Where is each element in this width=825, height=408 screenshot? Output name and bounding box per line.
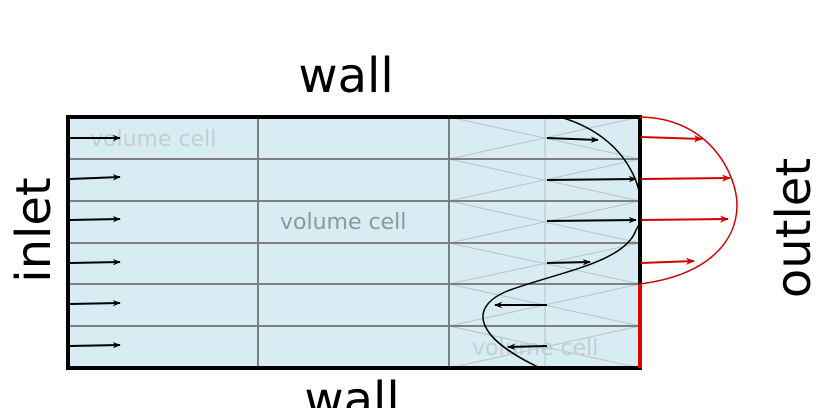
interior-vector	[546, 216, 637, 224]
wall-bottom-label: wall	[304, 372, 399, 408]
inlet-label: inlet	[6, 177, 62, 282]
outlet-vector	[640, 135, 703, 143]
interior-vector	[546, 136, 599, 143]
inlet-vector	[69, 299, 121, 307]
interior-vectors	[494, 136, 637, 351]
interior-vector	[546, 258, 591, 266]
outlet-label: outlet	[766, 158, 822, 298]
outlet-vector	[640, 257, 695, 265]
inlet-vector	[69, 258, 121, 266]
outlet-vector	[640, 174, 731, 182]
interior-vector	[507, 343, 548, 351]
outlet-velocity-profile	[639, 116, 738, 285]
cell-label-top-left: volume cell	[90, 127, 216, 152]
inlet-vector	[69, 174, 121, 181]
interior-velocity-profile	[482, 116, 642, 369]
outlet-vector	[640, 215, 729, 223]
domain-border	[66, 115, 642, 370]
wall-top-label: wall	[298, 48, 393, 104]
cell-label-center: volume cell	[280, 210, 406, 235]
mesh-grid	[68, 117, 640, 368]
interior-vector	[546, 175, 637, 183]
inlet-vector	[69, 215, 121, 223]
outlet-vectors	[640, 135, 731, 265]
inlet-vector	[69, 341, 121, 349]
inlet-vectors	[69, 134, 121, 349]
cell-label-bottom-right: volume cell	[472, 336, 598, 361]
